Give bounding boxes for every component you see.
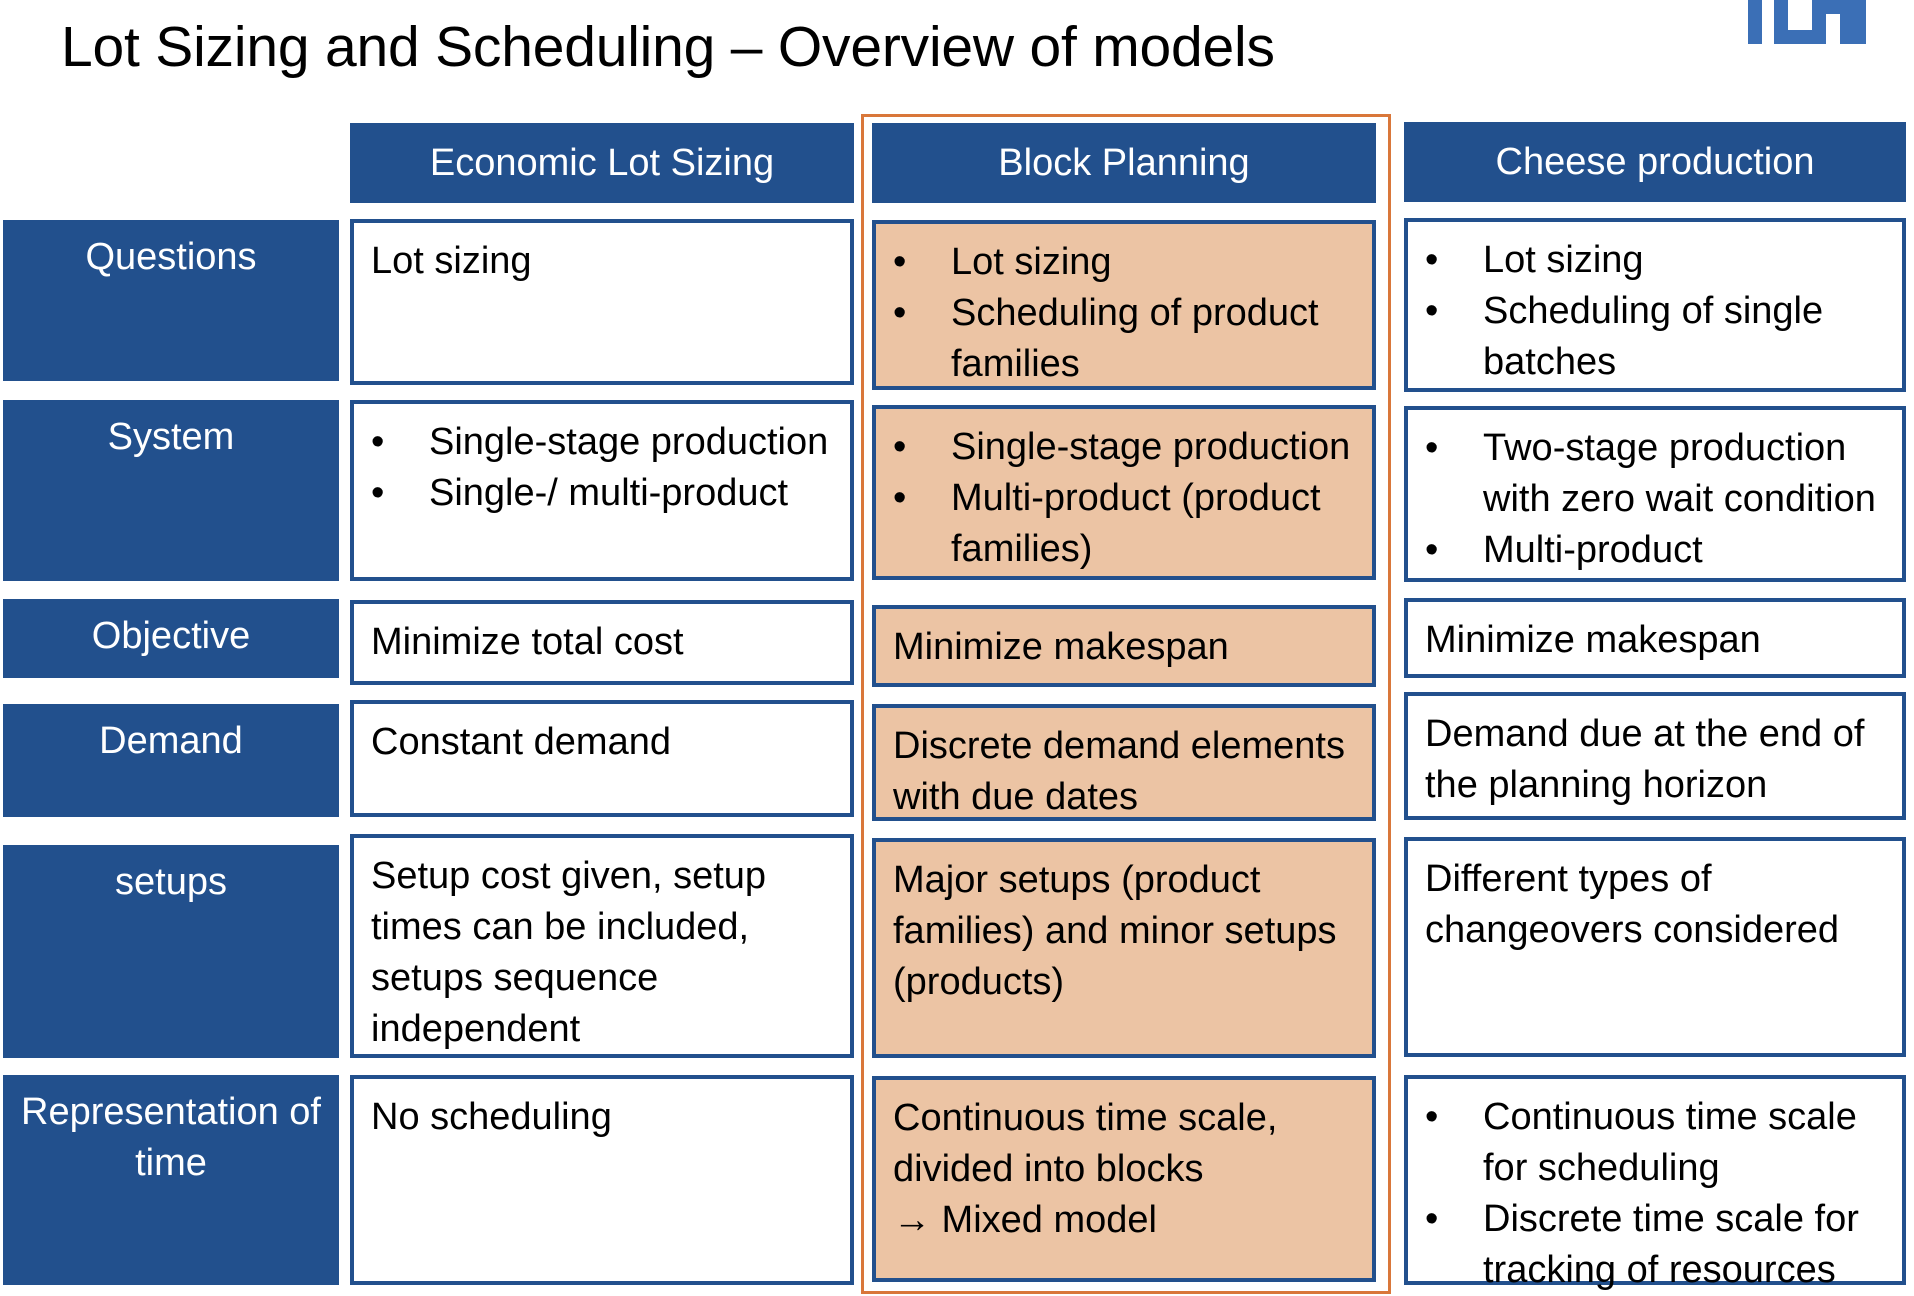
bullet-item: Lot sizing bbox=[1425, 235, 1902, 286]
cell-text: Minimize makespan bbox=[1425, 619, 1761, 661]
cell-time-cheese-production: Continuous time scale for scheduling Dis… bbox=[1404, 1075, 1906, 1291]
row-label-questions: Questions bbox=[3, 220, 339, 381]
cell-system-economic-lot-sizing: Single-stage production Single-/ multi-p… bbox=[350, 400, 854, 581]
cell-text: Continuous time scale, divided into bloc… bbox=[893, 1097, 1278, 1190]
cell-objective-cheese-production: Minimize makespan bbox=[1404, 598, 1906, 678]
cell-text: Different types of changeovers considere… bbox=[1425, 858, 1840, 951]
cell-text: No scheduling bbox=[371, 1096, 612, 1138]
cell-text: Demand due at the end of the planning ho… bbox=[1425, 713, 1865, 806]
bullet-item: Single-stage production bbox=[893, 422, 1372, 473]
bullet-item: Scheduling of single batches bbox=[1425, 286, 1902, 388]
bullet-item: Multi-product (product families) bbox=[893, 473, 1372, 575]
cell-text: Major setups (product families) and mino… bbox=[893, 859, 1337, 1003]
cell-time-economic-lot-sizing: No scheduling bbox=[350, 1075, 854, 1285]
column-header-cheese-production: Cheese production bbox=[1404, 122, 1906, 202]
cell-text: Constant demand bbox=[371, 721, 671, 763]
bullet-item: Single-stage production bbox=[371, 417, 850, 468]
cell-demand-block-planning: Discrete demand elements with due dates bbox=[872, 704, 1376, 821]
bullet-item: Two-stage production with zero wait cond… bbox=[1425, 423, 1902, 525]
cell-text: Minimize makespan bbox=[893, 626, 1229, 668]
page-title: Lot Sizing and Scheduling – Overview of … bbox=[61, 15, 1275, 79]
cell-questions-economic-lot-sizing: Lot sizing bbox=[350, 219, 854, 385]
column-header-block-planning: Block Planning bbox=[872, 123, 1376, 203]
cell-text: → Mixed model bbox=[893, 1199, 1157, 1241]
column-header-economic-lot-sizing: Economic Lot Sizing bbox=[350, 123, 854, 203]
row-label-objective: Objective bbox=[3, 599, 339, 678]
cell-time-block-planning: Continuous time scale, divided into bloc… bbox=[872, 1076, 1376, 1282]
cell-text: Setup cost given, setup times can be inc… bbox=[371, 855, 767, 1050]
bullet-item: Discrete time scale for tracking of reso… bbox=[1425, 1194, 1892, 1296]
cell-text: Discrete demand elements with due dates bbox=[893, 725, 1345, 818]
bullet-item: Lot sizing bbox=[893, 237, 1372, 288]
cell-text: Minimize total cost bbox=[371, 621, 684, 663]
cell-text: Lot sizing bbox=[371, 240, 532, 282]
row-label-representation-of-time: Representation of time bbox=[3, 1075, 339, 1285]
row-label-system: System bbox=[3, 400, 339, 581]
cell-questions-block-planning: Lot sizing Scheduling of product familie… bbox=[872, 220, 1376, 390]
tum-logo bbox=[1748, 0, 1866, 44]
cell-setups-block-planning: Major setups (product families) and mino… bbox=[872, 838, 1376, 1058]
bullet-item: Scheduling of product families bbox=[893, 288, 1372, 390]
cell-questions-cheese-production: Lot sizing Scheduling of single batches bbox=[1404, 218, 1906, 392]
block-planning-highlight-frame bbox=[861, 114, 1391, 1294]
cell-objective-economic-lot-sizing: Minimize total cost bbox=[350, 600, 854, 685]
cell-demand-economic-lot-sizing: Constant demand bbox=[350, 700, 854, 817]
cell-system-block-planning: Single-stage production Multi-product (p… bbox=[872, 405, 1376, 580]
cell-demand-cheese-production: Demand due at the end of the planning ho… bbox=[1404, 692, 1906, 820]
bullet-item: Continuous time scale for scheduling bbox=[1425, 1092, 1892, 1194]
cell-objective-block-planning: Minimize makespan bbox=[872, 605, 1376, 687]
bullet-item: Single-/ multi-product bbox=[371, 468, 850, 519]
cell-setups-cheese-production: Different types of changeovers considere… bbox=[1404, 837, 1906, 1057]
row-label-demand: Demand bbox=[3, 704, 339, 817]
bullet-item: Multi-product bbox=[1425, 525, 1902, 576]
cell-system-cheese-production: Two-stage production with zero wait cond… bbox=[1404, 406, 1906, 582]
row-label-setups: setups bbox=[3, 845, 339, 1058]
cell-setups-economic-lot-sizing: Setup cost given, setup times can be inc… bbox=[350, 834, 854, 1058]
